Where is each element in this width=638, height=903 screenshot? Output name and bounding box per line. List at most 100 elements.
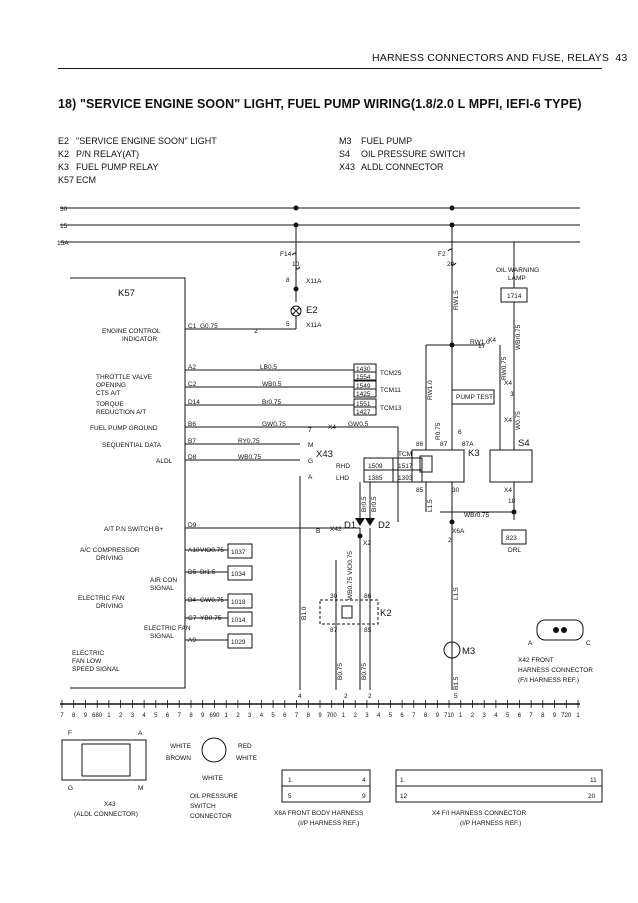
x6a-pin-1: 1 [288, 777, 292, 784]
bus-label-30: 30 [60, 206, 68, 213]
x2-ref: X2 [363, 540, 371, 547]
ecm-label: ELECTRIC FAN [144, 625, 191, 632]
ecm-label: REDUCTION A/T [96, 409, 146, 416]
scale-label: 3 [365, 713, 369, 719]
scale-label: 680 [92, 713, 103, 719]
ecm-label: DRIVING [96, 603, 123, 610]
x43-pin-m: M [138, 785, 143, 792]
header-rule [58, 68, 602, 69]
scale-label: 9 [318, 713, 322, 719]
k3-pin: 30 [452, 487, 460, 494]
tcm-table-head: TCM [398, 451, 412, 458]
pin-g: G [308, 458, 313, 465]
oil-lamp-label-2: LAMP [508, 275, 526, 282]
scale-label: 8 [72, 713, 76, 719]
scale-label: 4 [142, 713, 146, 719]
lamp-id: 1714 [507, 293, 522, 300]
tcm-label-13: TCM13 [380, 405, 402, 412]
x42-ref: X42 [330, 526, 342, 533]
scale-label: 1 [342, 713, 346, 719]
pump-test-label: PUMP TEST [456, 394, 493, 401]
k3-relay-box [411, 449, 465, 483]
bus-label-15a: 15A [57, 240, 69, 247]
ecm-pin-d9: D9 [188, 522, 197, 529]
scale-label: 8 [541, 713, 545, 719]
ecm-box-label: 1018 [231, 599, 246, 606]
ecm-box-label: 1029 [231, 639, 246, 646]
drl-label: DRL [508, 547, 521, 554]
wire-label-br075: Br0.75 [262, 399, 282, 406]
scale-label: 5 [506, 713, 510, 719]
ecm-box-1014 [227, 611, 253, 627]
ecm-pin-d14: D14 [188, 399, 200, 406]
ecm-box-1034 [227, 565, 253, 581]
ecm-label: FUEL PUMP GROUND [90, 425, 158, 432]
x4-pin-1: 1 [400, 777, 404, 784]
scale-label: 7 [60, 713, 64, 719]
x4-title-2: (I/P HARNESS REF.) [460, 820, 521, 827]
tcm-box-a-1: 1430 [356, 366, 371, 373]
wire-label-vio075v: VIO0.75 [347, 551, 354, 575]
x43-title-1: X43 [104, 801, 116, 808]
scale-label: 5 [154, 713, 158, 719]
scale-label: 710 [444, 713, 455, 719]
x43-label: X43 [316, 449, 333, 460]
tcm-box-a-2: 1549 [356, 383, 371, 390]
k2-pin: 86 [364, 593, 372, 600]
pin-18: 18 [508, 498, 516, 505]
ecm-label: AIR CON [150, 577, 177, 584]
ecm-box-1018 [227, 593, 253, 609]
wire-label-gw05: GW0.5 [348, 421, 369, 428]
d2-label: D2 [378, 520, 390, 531]
tcm-rhd-a: 1509 [368, 463, 383, 470]
scale-label: 1 [107, 713, 111, 719]
scale-label: 7 [178, 713, 182, 719]
tcm-box-b-3: 1427 [356, 409, 371, 416]
scale-label: 2 [354, 713, 358, 719]
ecm-pin-d5: D5 [188, 569, 197, 576]
oil-switch-connector-drawing [201, 737, 227, 763]
wire-label-br15: Br1.5 [200, 569, 216, 576]
ecm-label: A/C COMPRESSOR [80, 547, 140, 554]
wire-label-rw075: RW0.75 [501, 356, 508, 380]
ecm-box-label: 1034 [231, 571, 246, 578]
scale-label: 9 [553, 713, 557, 719]
k3-pin: 86 [416, 441, 424, 448]
scale-label: 4 [260, 713, 264, 719]
x6a-pin-4: 4 [362, 777, 366, 784]
oil-conn-white3: WHITE [202, 775, 224, 782]
oil-lamp-label-1: OIL WARNING [496, 267, 539, 274]
x4-pin-12: 12 [400, 793, 408, 800]
wire-label-wbr075v: WBr0.75 [515, 324, 522, 350]
scale-label: 9 [436, 713, 440, 719]
ecm-label: FAN LOW [72, 658, 102, 665]
pin-m: M [308, 442, 313, 449]
ecm-label: DRIVING [96, 555, 123, 562]
scale-label: 3 [131, 713, 135, 719]
k2-relay-box [319, 599, 379, 625]
k2-pin: 87 [330, 627, 338, 634]
wire-label-br05b: Br0.5 [371, 496, 378, 512]
pin-2b: 2 [448, 537, 452, 544]
oil-conn-title-2: SWITCH [190, 803, 216, 810]
scale-label: 1 [576, 713, 580, 719]
ecm-label: SPEED SIGNAL [72, 666, 120, 673]
ground-pin: 2 [368, 693, 372, 700]
scale-label: 690 [209, 713, 220, 719]
ground-pin: 5 [454, 693, 458, 700]
pin-17: 17 [478, 343, 486, 350]
scale-label: 6 [166, 713, 170, 719]
drl-box-label: 823 [506, 535, 517, 542]
diagram-title: 18) "SERVICE ENGINE SOON" LIGHT, FUEL PU… [58, 97, 582, 111]
ecm-pin-b6: B6 [188, 421, 196, 428]
tcm-box-a-3: 1551 [356, 401, 371, 408]
scale-label: 8 [307, 713, 311, 719]
tcm-rhd-b: 1517 [398, 463, 413, 470]
scale-label: 7 [295, 713, 299, 719]
wire-label-rw10v: RW1.0 [427, 380, 434, 400]
x6a-pin-5: 5 [288, 793, 292, 800]
